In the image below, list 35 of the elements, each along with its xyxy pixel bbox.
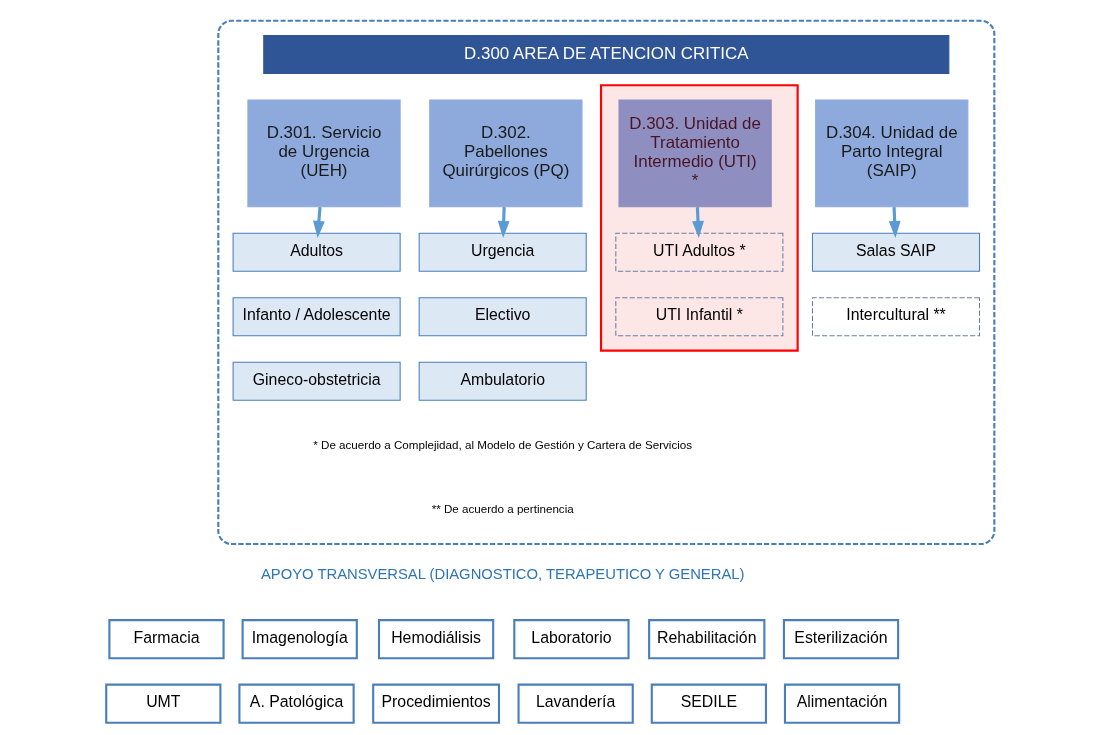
cluster [216, 19, 995, 546]
label: ** De acuerdo a pertinencia [431, 502, 574, 516]
node-box: Adultos [232, 232, 401, 272]
label: APOYO TRANSVERSAL (DIAGNOSTICO, TERAPEUTICO Y GENERAL) [260, 565, 744, 582]
node-box: Procedimientos [371, 683, 500, 724]
node-box: Ambulatorio [418, 361, 587, 401]
node-box: Alimentación [783, 683, 900, 724]
node-box: D.303. Unidad de Tratamiento Intermedio (UTI) * [617, 99, 772, 208]
node-box: UTI Adultos * [614, 232, 783, 272]
node-box: Laboratorio [512, 619, 630, 660]
node-box: UTI Infantil * [614, 297, 783, 337]
node-box: Gineco-obstetricia [232, 361, 401, 401]
arrow [691, 207, 704, 238]
label: * De acuerdo a Complejidad, al Modelo de Gestión y Cartera de Servicios [312, 437, 692, 451]
node-box: Rehabilitación [647, 619, 765, 660]
node-box: Urgencia [418, 232, 587, 272]
cluster [599, 84, 799, 352]
node-box: SEDILE [650, 683, 767, 724]
node-box: Farmacia [107, 619, 225, 660]
arrow [312, 206, 325, 238]
node-box: D.302. Pabellones Quirúrgicos (PQ) [428, 99, 582, 208]
node-box: Electivo [418, 297, 587, 337]
node-box: D.304. Unidad de Parto Integral (SAIP) [814, 99, 968, 208]
node-box: Esterilización [782, 619, 899, 660]
node-box: Imagenología [241, 619, 358, 660]
node-box: D.301. Servicio de Urgencia (UEH) [246, 99, 401, 208]
node-box: Hemodiálisis [377, 619, 494, 660]
node-box: D.300 AREA DE ATENCION CRITICA [262, 35, 949, 75]
node-box: Infanto / Adolescente [232, 297, 401, 337]
node-box: Salas SAIP [811, 232, 980, 272]
arrow [497, 207, 510, 238]
node-box: Lavandería [517, 683, 634, 724]
node-box: UMT [104, 683, 221, 724]
node-box: Intercultural ** [811, 297, 980, 337]
node-box: A. Patológica [237, 683, 355, 724]
